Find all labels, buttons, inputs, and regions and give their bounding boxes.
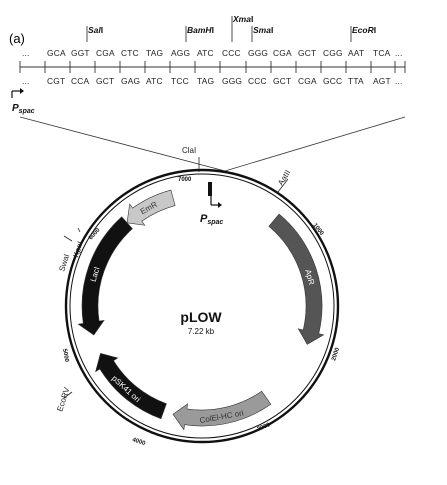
gene-label-apr: ApR [303,268,316,286]
site-label-xmai: XmaI [232,14,253,24]
top-dots-right: ... [395,48,403,58]
site-label-sali: SalI [88,25,103,35]
site-label-aatii: AatII [276,168,292,187]
tick-4000: 4000 [131,437,146,447]
plasmid-backbone-inner [69,173,335,439]
plasmid-name: pLOW [180,309,222,325]
site-label-swai: SwaI [57,253,71,273]
plasmid-promoter-arrow-icon [210,196,222,208]
plasmid-promoter-label: Pspac [200,213,223,226]
plasmid-size: 7.22 kb [188,327,215,336]
tick-3000: 3000 [257,422,272,433]
plasmid-site-lines [63,157,289,399]
panel-label: (a) [9,31,25,46]
tick-2000: 2000 [331,346,341,361]
promoter-bar [208,182,212,196]
bottom-dots-right: ... [395,76,403,86]
site-markers [86,16,352,42]
gene-arrow-apr [268,213,325,345]
tick-7000: 7000 [178,177,192,183]
gene-label-laci: LacI [89,266,102,283]
mcs-promoter-label: Pspac [12,103,35,115]
gene-arrow-colei [172,390,272,431]
top-dots-left: ... [22,48,30,58]
site-label-smai: SmaI [253,25,273,35]
dna-ladder [19,61,406,73]
tick-5000: 5000 [61,348,69,363]
site-label-bamhi: BamHI [187,25,214,35]
gene-arrow-psk41 [95,352,167,420]
zoom-connector [19,116,406,172]
site-label-ecori: EcoRI [352,25,376,35]
bottom-dots-left: ... [22,76,30,86]
gene-arrow-emr [126,189,176,226]
site-label-clai: ClaI [182,146,196,155]
mcs-promoter-arrow-icon [11,88,24,98]
site-label-ecorv: EcoRV [55,386,71,413]
plasmid-backbone-outer [64,168,340,444]
